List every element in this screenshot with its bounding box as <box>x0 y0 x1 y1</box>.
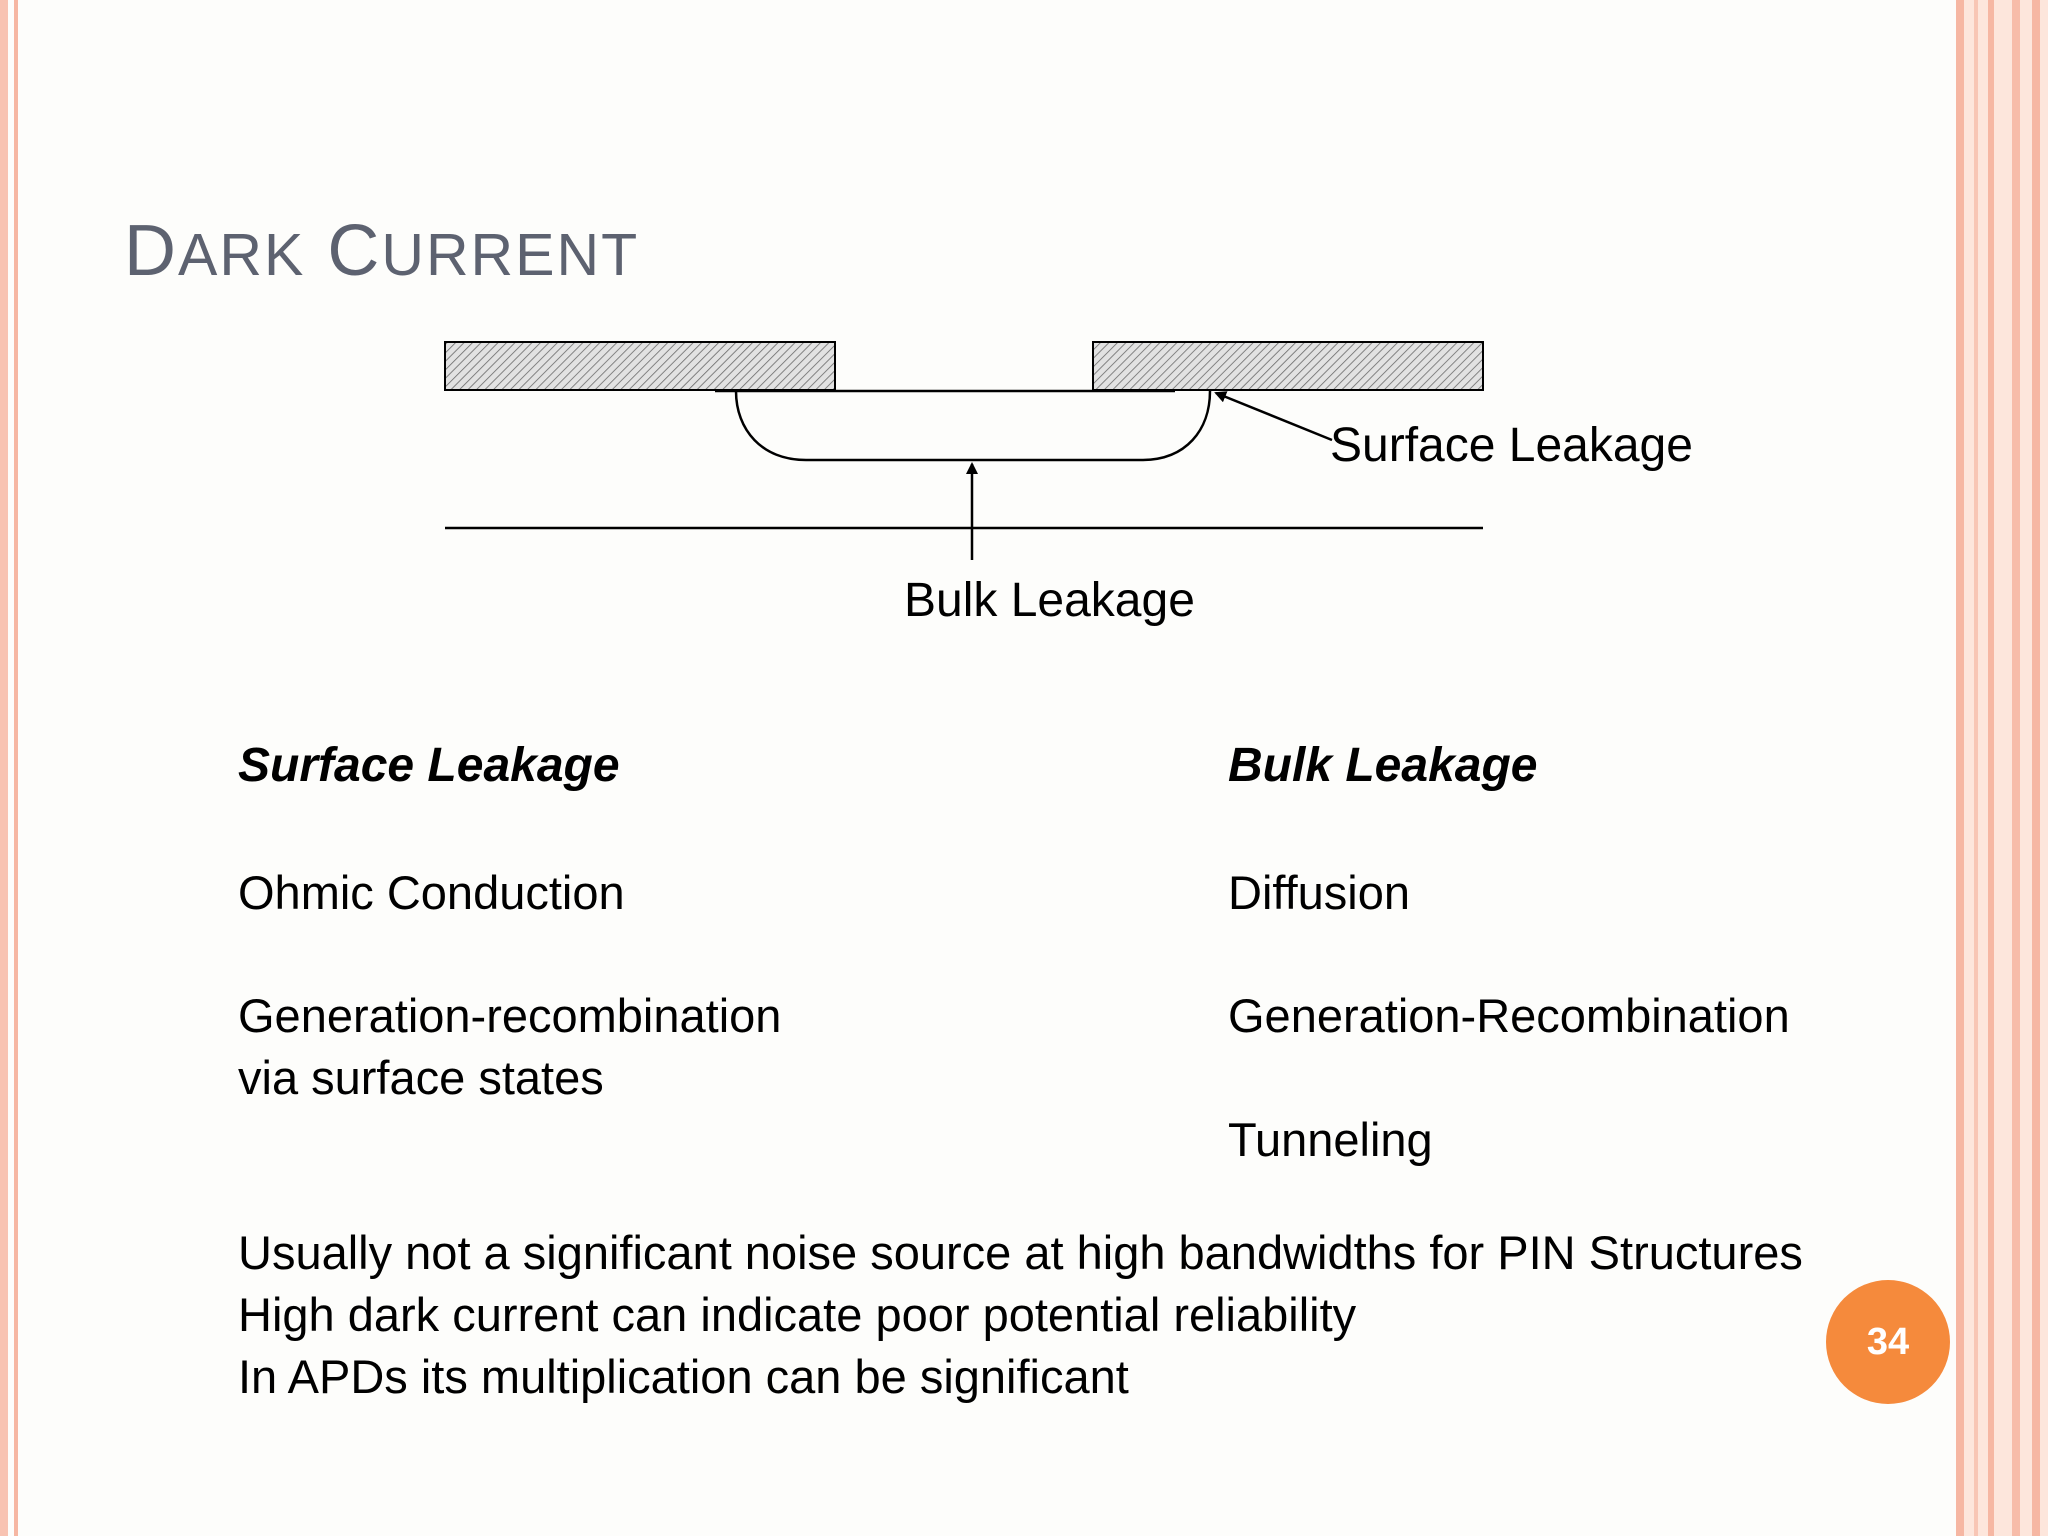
summary-line: Usually not a significant noise source a… <box>238 1226 1803 1279</box>
left-column-heading: Surface Leakage <box>238 739 620 792</box>
leakage-diagram: Surface Leakage Bulk Leakage <box>444 341 1693 627</box>
summary-line: In APDs its multiplication can be signif… <box>238 1350 1129 1403</box>
slide-title: Dark Current <box>124 211 640 291</box>
left-item-ohmic: Ohmic Conduction <box>238 866 625 919</box>
right-border-line-1 <box>1956 0 1964 1536</box>
right-border-line-4 <box>2012 0 2020 1536</box>
right-border-line-3 <box>1988 0 1994 1536</box>
right-item-diffusion: Diffusion <box>1228 866 1411 919</box>
right-border-line-5 <box>2032 0 2040 1536</box>
summary-line: High dark current can indicate poor pote… <box>238 1288 1357 1341</box>
left-border-stripe <box>0 0 8 1536</box>
left-border-line <box>14 0 18 1536</box>
right-contact-pad <box>1092 341 1484 391</box>
left-item-surface-states: via surface states <box>238 1051 604 1104</box>
surface-leakage-label: Surface Leakage <box>1330 419 1693 472</box>
page-number-badge: 34 <box>1826 1280 1950 1404</box>
right-item-tunneling: Tunneling <box>1228 1113 1433 1166</box>
right-item-generation: Generation-Recombination <box>1228 989 1790 1042</box>
summary-list: Usually not a significant noise source a… <box>238 1222 1803 1408</box>
surface-arrow <box>1214 391 1333 442</box>
junction-outline <box>734 390 1212 462</box>
right-border-line-2 <box>1974 0 1978 1536</box>
left-contact-pad <box>444 341 836 391</box>
right-column-heading: Bulk Leakage <box>1228 739 1538 792</box>
bulk-leakage-label: Bulk Leakage <box>904 574 1195 627</box>
left-item-generation: Generation-recombination <box>238 989 782 1042</box>
